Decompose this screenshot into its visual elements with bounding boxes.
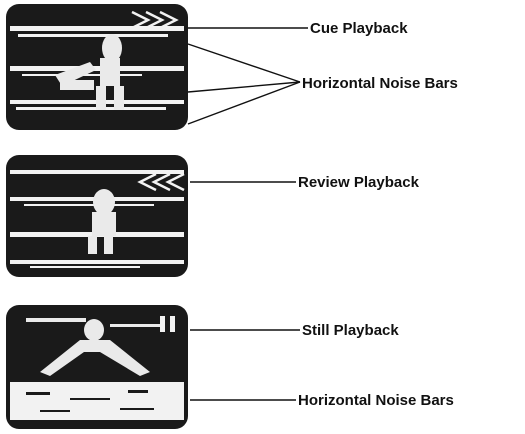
- cue-playback-screen: [6, 4, 188, 130]
- horizontal-noise-bars-label-top: Horizontal Noise Bars: [302, 75, 458, 92]
- leader-lines: [188, 28, 308, 400]
- review-playback-label: Review Playback: [298, 174, 420, 191]
- cue-playback-label: Cue Playback: [310, 20, 408, 37]
- still-playback-label: Still Playback: [302, 322, 399, 339]
- noise-bars: [10, 382, 184, 420]
- review-playback-screen: [6, 155, 188, 277]
- still-playback-screen: [6, 305, 188, 429]
- horizontal-noise-bars-label-bottom: Horizontal Noise Bars: [298, 392, 454, 409]
